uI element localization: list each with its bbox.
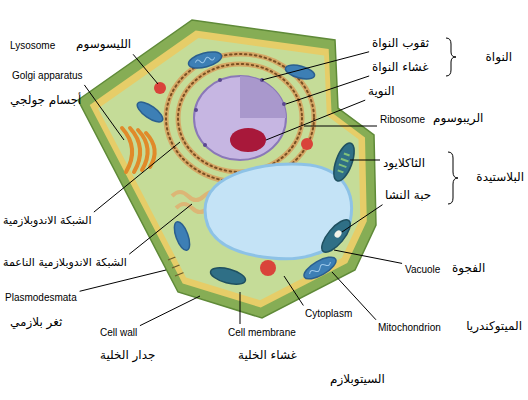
leader-line — [140, 296, 200, 326]
part-label: Mitochondrion — [378, 322, 441, 335]
leader-line — [84, 85, 124, 140]
cell-wall — [78, 20, 376, 318]
leader-line — [342, 205, 383, 232]
part-label: الريبوسوم — [433, 111, 483, 126]
lysosomes — [154, 82, 313, 276]
part-label: حبة النشا — [385, 188, 431, 203]
chloroplasts — [209, 140, 359, 287]
part-label: النواة — [486, 50, 512, 65]
part-label: Vacuole — [405, 264, 440, 277]
part-label: Golgi apparatus — [12, 70, 83, 83]
nucleus — [194, 76, 286, 160]
leader-line — [240, 292, 241, 324]
part-label: ثغر بلازمي — [10, 315, 62, 330]
part-label: جدار الخلية — [100, 348, 155, 363]
cytoplasm — [98, 38, 360, 300]
part-label: ثقوب النواة — [372, 36, 429, 51]
part-label: الميتوكندريا — [466, 319, 522, 334]
leader-line — [350, 160, 380, 161]
part-label: الشبكة الاندوبلازمية الناعمة — [3, 256, 127, 270]
leader-line — [266, 100, 365, 140]
part-label: Ribosome — [380, 114, 425, 127]
part-label: البلاستيدة — [476, 170, 524, 185]
leader-line — [262, 52, 369, 80]
leader-line — [80, 270, 166, 291]
leader-line — [284, 276, 303, 305]
part-label: الشبكة الاندوبلازمية — [3, 214, 92, 228]
part-label: Lysosome — [10, 40, 55, 53]
part-label: غشاء الخلية — [238, 348, 297, 363]
part-label: Cell membrane — [228, 327, 296, 340]
golgi-apparatus — [122, 128, 155, 172]
part-label: أجسام جولجي — [10, 93, 81, 108]
part-label: الفجوة — [452, 261, 485, 276]
leader-line — [94, 142, 180, 212]
mitochondria — [134, 49, 339, 283]
part-label: Cytoplasm — [305, 308, 352, 321]
part-label: الليسوسوم — [76, 37, 131, 52]
leader-line — [304, 126, 377, 127]
part-label: النوية — [368, 84, 395, 99]
part-label: الثاكلايود — [383, 156, 425, 171]
leader-line — [129, 204, 192, 254]
leader-line — [133, 54, 158, 84]
leader-line — [334, 250, 402, 263]
part-label: Plasmodesmata — [5, 292, 77, 305]
part-label: غشاء النواة — [372, 60, 429, 75]
leader-line — [286, 76, 369, 104]
part-label: Cell wall — [100, 327, 137, 340]
part-label: السيتوبلازم — [330, 372, 385, 387]
